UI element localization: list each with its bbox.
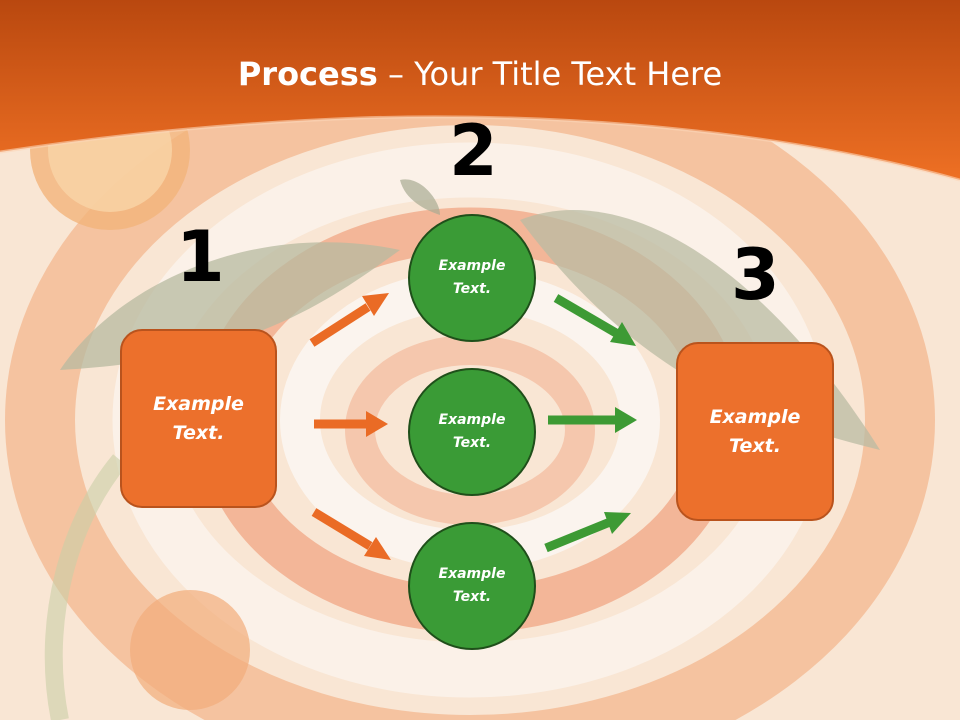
left-box-line1: Example bbox=[153, 392, 244, 415]
circle-top-line2: Text. bbox=[452, 281, 492, 297]
arrow-green-up bbox=[544, 512, 631, 553]
arrow-green-middle bbox=[548, 407, 637, 433]
arrow-orange-middle bbox=[314, 411, 388, 437]
title-bold: Process bbox=[237, 55, 378, 93]
right-box-line2: Text. bbox=[729, 434, 781, 457]
right-process-box: Example Text. bbox=[676, 342, 834, 521]
right-box-line1: Example bbox=[709, 405, 801, 428]
circle-middle: Example Text. bbox=[408, 368, 536, 496]
slide-title: Process – Your Title Text Here bbox=[0, 52, 960, 96]
step-number-2: 2 bbox=[449, 110, 498, 192]
circle-top-line1: Example bbox=[438, 258, 506, 274]
title-rest: – Your Title Text Here bbox=[377, 55, 723, 93]
arrow-green-down bbox=[553, 294, 636, 346]
circle-bottom: Example Text. bbox=[408, 522, 536, 650]
circle-bottom-line2: Text. bbox=[452, 589, 492, 605]
step-number-1: 1 bbox=[176, 216, 225, 298]
circle-middle-line1: Example bbox=[438, 412, 506, 428]
left-process-box: Example Text. bbox=[120, 329, 277, 508]
left-box-line2: Text. bbox=[172, 421, 225, 444]
circle-bottom-line1: Example bbox=[438, 566, 506, 582]
circle-top: Example Text. bbox=[408, 214, 536, 342]
step-number-3: 3 bbox=[731, 234, 780, 316]
arrow-orange-up bbox=[309, 293, 389, 347]
circle-middle-line2: Text. bbox=[452, 435, 492, 451]
arrow-orange-down bbox=[311, 508, 391, 560]
